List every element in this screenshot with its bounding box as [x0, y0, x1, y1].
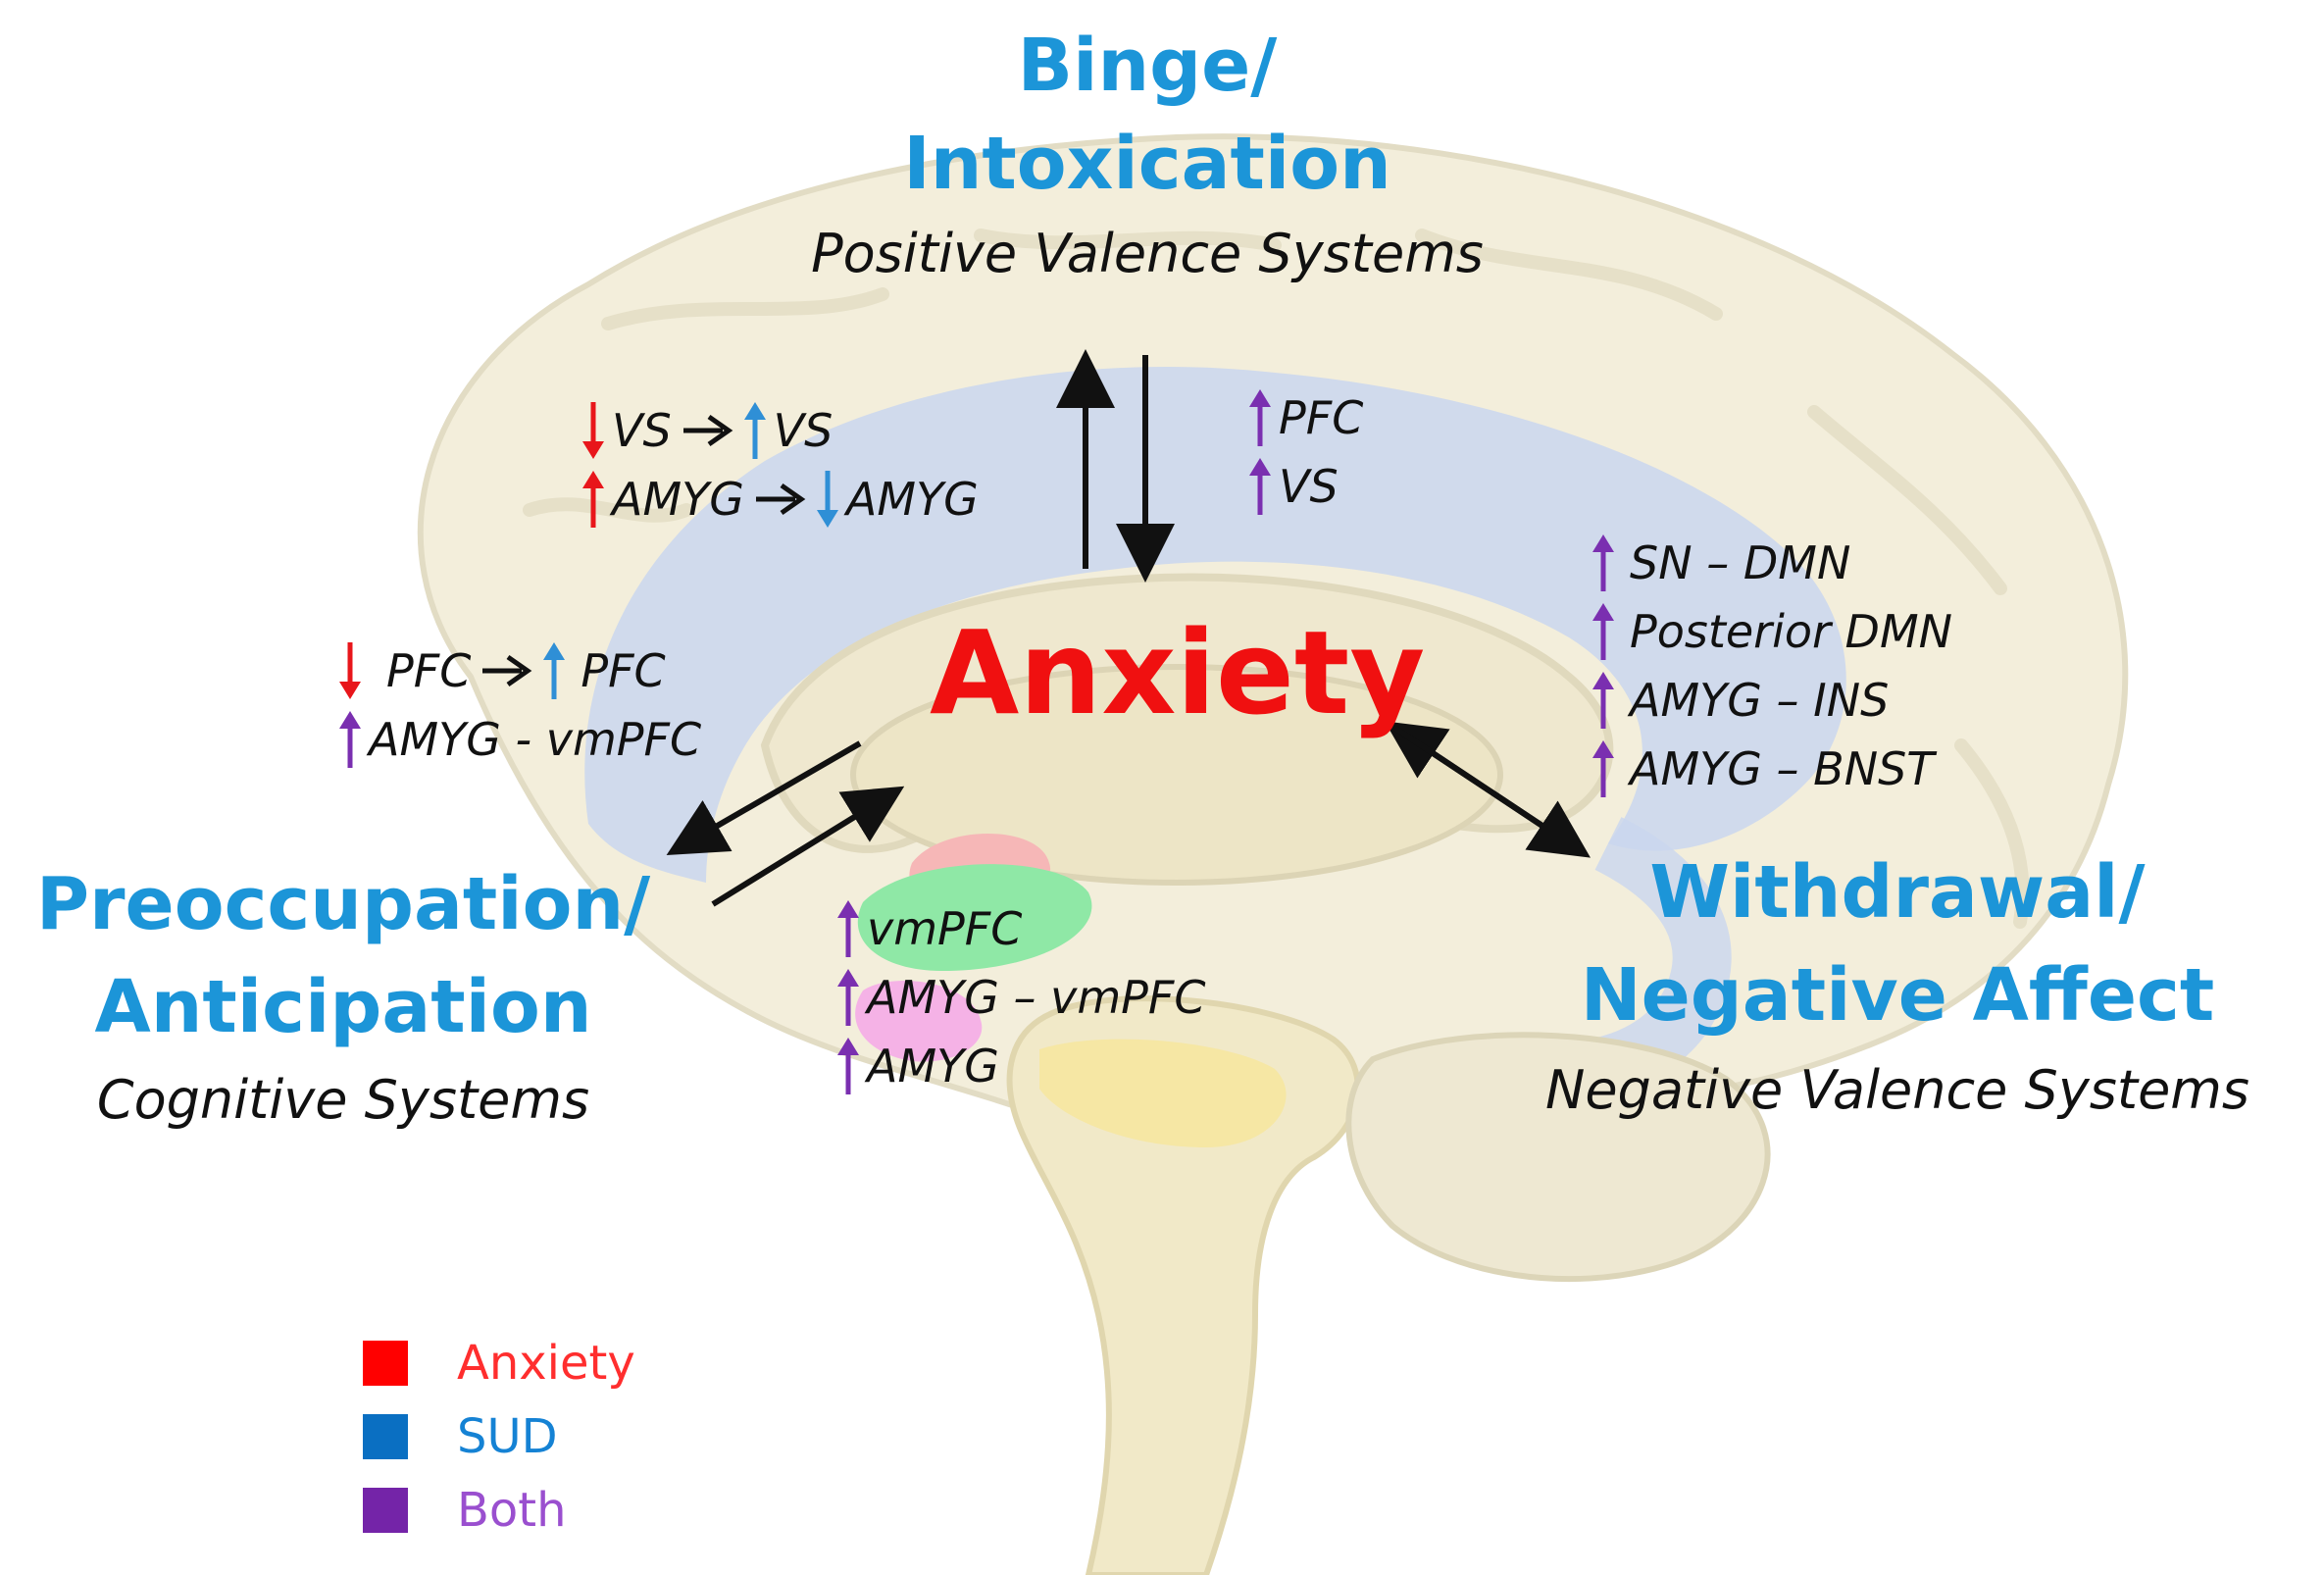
finding-label: AMYG: [845, 473, 979, 526]
cingulate-band: [584, 367, 1846, 883]
finding-row: vmPFC: [835, 898, 1022, 959]
arrow-up-icon: [1591, 670, 1616, 731]
finding-label: vmPFC: [867, 902, 1023, 955]
arrow-down-icon: [337, 640, 363, 701]
cerebellum: [1345, 1032, 1771, 1283]
finding-row: PFC PFC: [337, 640, 666, 701]
finding-row: VS VS: [581, 400, 833, 461]
finding-label: VS: [612, 404, 672, 457]
region-green: [857, 864, 1092, 971]
binge-system: Positive Valence Systems: [811, 223, 1484, 284]
finding-row: VS: [1247, 456, 1339, 517]
arrow-up-icon: [1247, 456, 1273, 517]
finding-row: AMYG – vmPFC: [835, 967, 1206, 1028]
arrow-up-icon: [1247, 387, 1273, 448]
finding-label: AMYG - vmPFC: [369, 713, 702, 766]
finding-label: Posterior DMN: [1630, 605, 1953, 658]
finding-label: PFC: [386, 644, 472, 697]
legend-item-both: Both: [363, 1483, 567, 1538]
right-arrow-icon: [479, 651, 533, 690]
withdrawal-title-line1: Withdrawal/: [1649, 850, 2146, 935]
finding-label: VS: [773, 404, 834, 457]
arrow-up-icon: [581, 469, 606, 530]
arrow-up-icon: [835, 1036, 861, 1096]
arrow-up-icon: [835, 967, 861, 1028]
region-pink: [855, 981, 983, 1062]
arrow-up-icon: [1591, 738, 1616, 799]
arrow-preoccupation-to-center: [711, 786, 905, 907]
arrow-up-icon: [337, 709, 363, 770]
arrow-center-to-withdrawal: [1392, 725, 1591, 858]
legend-label: Both: [457, 1483, 567, 1538]
legend-label: Anxiety: [457, 1336, 635, 1391]
finding-row: AMYG - vmPFC: [337, 709, 701, 770]
finding-row: AMYG: [835, 1036, 999, 1096]
legend-swatch: [363, 1341, 408, 1386]
arrow-up-icon: [1591, 601, 1616, 662]
finding-row: Posterior DMN: [1591, 601, 1952, 662]
finding-label: AMYG: [612, 473, 744, 526]
finding-label: AMYG – INS: [1630, 674, 1890, 727]
arrow-up-icon: [541, 640, 567, 701]
finding-label: AMYG – vmPFC: [867, 971, 1206, 1024]
finding-row: PFC: [1247, 387, 1363, 448]
arrow-up-icon: [742, 400, 768, 461]
arrow-up-icon: [835, 898, 861, 959]
legend-swatch: [363, 1488, 408, 1533]
finding-row: SN – DMN: [1591, 533, 1850, 593]
arrow-down-icon: [581, 400, 606, 461]
binge-title-line1: Binge/: [1017, 24, 1278, 108]
finding-label: VS: [1279, 460, 1339, 513]
brainstem: [1006, 995, 1361, 1575]
finding-label: SN – DMN: [1630, 536, 1851, 589]
legend-item-sud: SUD: [363, 1409, 558, 1464]
right-arrow-icon: [680, 411, 734, 450]
center-label-anxiety: Anxiety: [930, 605, 1426, 740]
finding-label: AMYG: [867, 1040, 999, 1092]
finding-label: PFC: [581, 644, 666, 697]
withdrawal-system: Negative Valence Systems: [1544, 1059, 2250, 1121]
arrow-down-icon: [815, 469, 840, 530]
legend-label: SUD: [457, 1409, 558, 1464]
finding-label: AMYG – BNST: [1630, 742, 1935, 795]
binge-title-line2: Intoxication: [903, 122, 1391, 206]
finding-row: AMYG – BNST: [1591, 738, 1934, 799]
withdrawal-title-line2: Negative Affect: [1580, 953, 2215, 1038]
right-arrow-icon: [752, 480, 807, 519]
finding-label: PFC: [1279, 391, 1364, 444]
legend-swatch: [363, 1414, 408, 1459]
preoccupation-system: Cognitive Systems: [96, 1069, 590, 1131]
pons: [1039, 1039, 1287, 1147]
preoccupation-title-line1: Preoccupation/: [35, 862, 651, 946]
finding-row: AMYG AMYG: [581, 469, 979, 530]
finding-row: AMYG – INS: [1591, 670, 1889, 731]
legend-item-anxiety: Anxiety: [363, 1336, 635, 1391]
arrow-up-icon: [1591, 533, 1616, 593]
preoccupation-title-line2: Anticipation: [94, 965, 592, 1049]
arrow-center-to-preoccupation: [666, 740, 862, 856]
